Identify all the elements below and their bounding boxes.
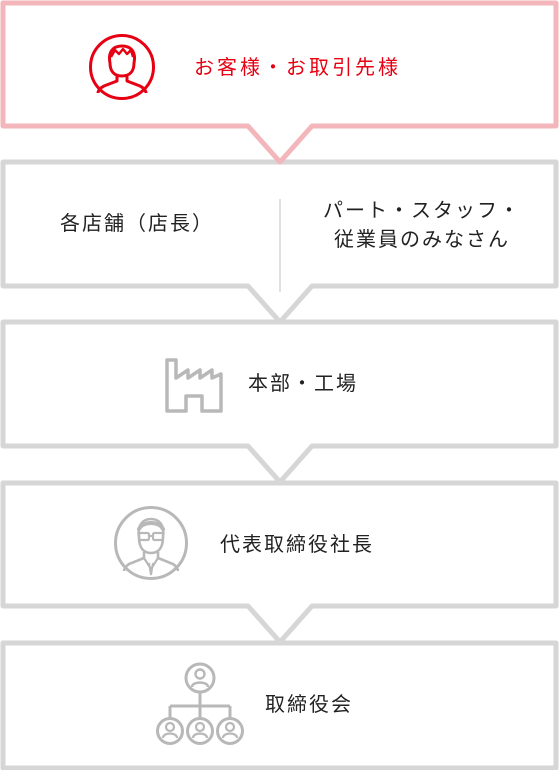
board-box [0, 640, 559, 770]
staff-label: パート・スタッフ・ 従業員のみなさん [302, 196, 542, 254]
customers-box [0, 0, 559, 165]
staff-label-line1: パート・スタッフ・ [323, 198, 521, 222]
customer-person-icon [89, 34, 155, 100]
ceo-label: 代表取締役社長 [220, 532, 374, 556]
staff-label-line2: 従業員のみなさん [334, 227, 510, 251]
stores-manager-label: 各店舗（店長） [60, 211, 214, 235]
hq-label: 本部・工場 [248, 371, 358, 395]
board-label: 取締役会 [265, 692, 353, 716]
customers-label: お客様・お取引先様 [194, 55, 401, 79]
board-org-icon [156, 662, 244, 745]
factory-icon [165, 358, 223, 413]
ceo-portrait-icon [114, 506, 188, 580]
hq-box [0, 319, 559, 485]
ceo-box [0, 480, 559, 645]
